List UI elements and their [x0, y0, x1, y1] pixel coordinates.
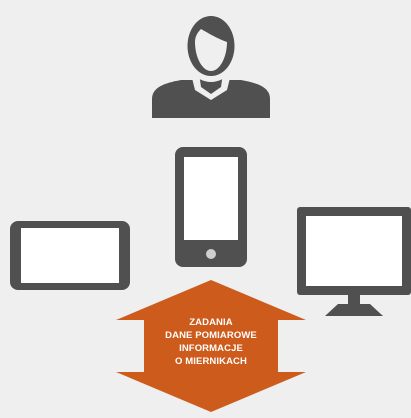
arrow-label-line-2: DANE POMIAROWE: [165, 330, 257, 341]
double-headed-arrow: [116, 280, 306, 412]
arrow-label-line-1: ZADANIA: [189, 317, 233, 328]
arrow-label: ZADANIA DANE POMIAROWE INFORMACJE O MIER…: [131, 316, 291, 368]
user-person-icon: [152, 10, 270, 118]
arrow-label-line-4: O MIERNIKACH: [175, 356, 247, 367]
desktop-monitor-icon: [297, 207, 411, 316]
tablet-icon: [10, 221, 130, 290]
arrow-label-line-3: INFORMACJE: [179, 343, 243, 354]
smartphone-icon: [175, 147, 247, 267]
